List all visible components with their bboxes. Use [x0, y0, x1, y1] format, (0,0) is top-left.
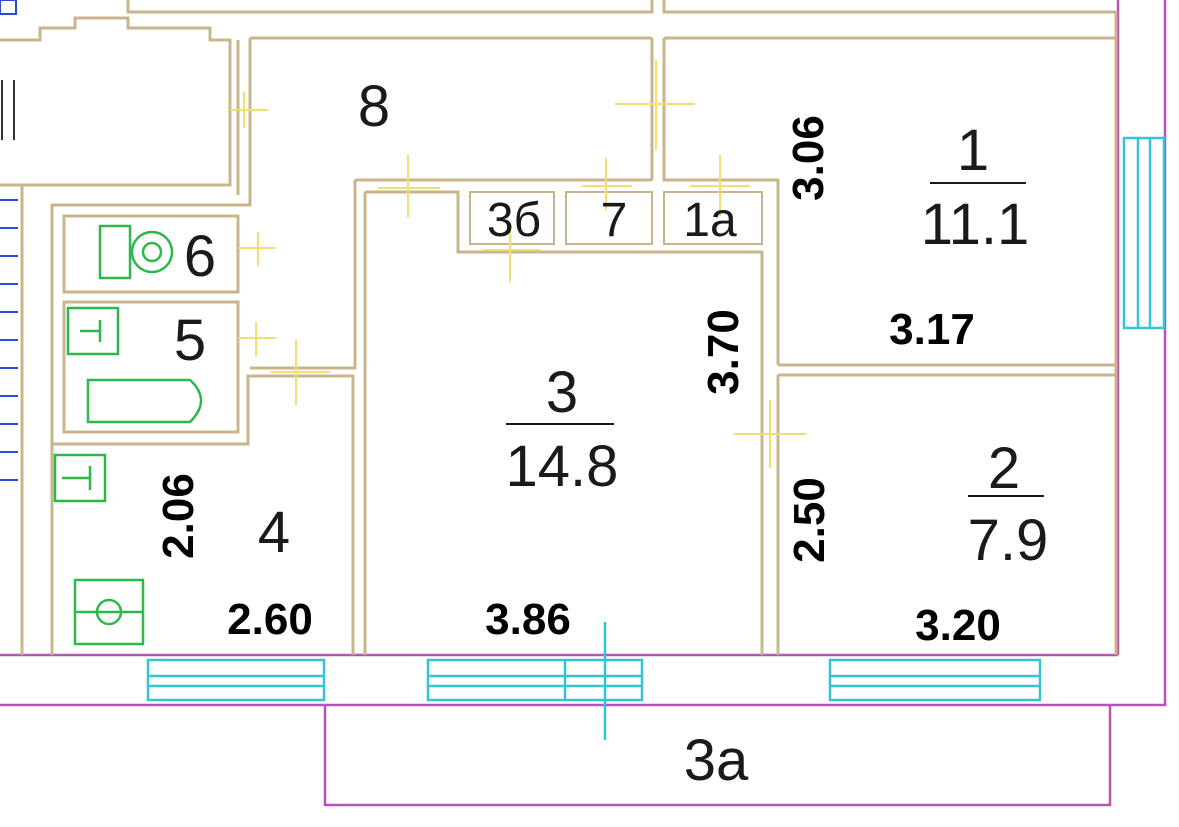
room-3b-number: 3б [487, 194, 541, 247]
room-2-area: 7.9 [968, 508, 1049, 573]
dimension-3-86: 3.86 [485, 595, 571, 644]
fixtures [53, 224, 203, 646]
dimension-labels: 3.06 3.17 3.70 2.50 2.06 2.60 3.86 3.20 [154, 115, 1001, 650]
room-labels: 8 1 11.1 3б 7 1a 6 5 3 14.8 2 7.9 4 3a [174, 74, 1048, 793]
sink-icon [53, 453, 107, 503]
dimension-2-60: 2.60 [227, 595, 313, 644]
dimension-3-70: 3.70 [699, 309, 748, 395]
dimension-3-20: 3.20 [915, 601, 1001, 650]
door-marks [230, 60, 806, 468]
room-1a-number: 1a [683, 194, 737, 247]
room-2-number: 2 [988, 436, 1020, 501]
stair-hatch [0, 0, 18, 481]
room-3-number: 3 [546, 360, 578, 425]
outer-outline [0, 0, 1167, 807]
stove-icon [73, 578, 145, 646]
bathtub-icon [86, 378, 203, 424]
room-5-number: 5 [174, 308, 206, 373]
room-4-number: 4 [258, 500, 290, 565]
room-7-number: 7 [601, 194, 628, 247]
windows [146, 136, 1166, 740]
room-1-number: 1 [957, 118, 989, 183]
toilet-icon [98, 224, 174, 280]
dimension-3-06: 3.06 [784, 115, 833, 201]
walls [0, 0, 1118, 655]
room-8-number: 8 [358, 74, 390, 139]
dimension-2-50: 2.50 [785, 477, 834, 563]
room-6-number: 6 [184, 224, 216, 289]
sink-icon [66, 306, 120, 356]
dimension-2-06: 2.06 [154, 473, 203, 559]
dimension-3-17: 3.17 [889, 305, 975, 354]
room-3a-number: 3a [684, 728, 749, 793]
room-3-area: 14.8 [506, 434, 619, 499]
room-1-area: 11.1 [921, 192, 1030, 257]
